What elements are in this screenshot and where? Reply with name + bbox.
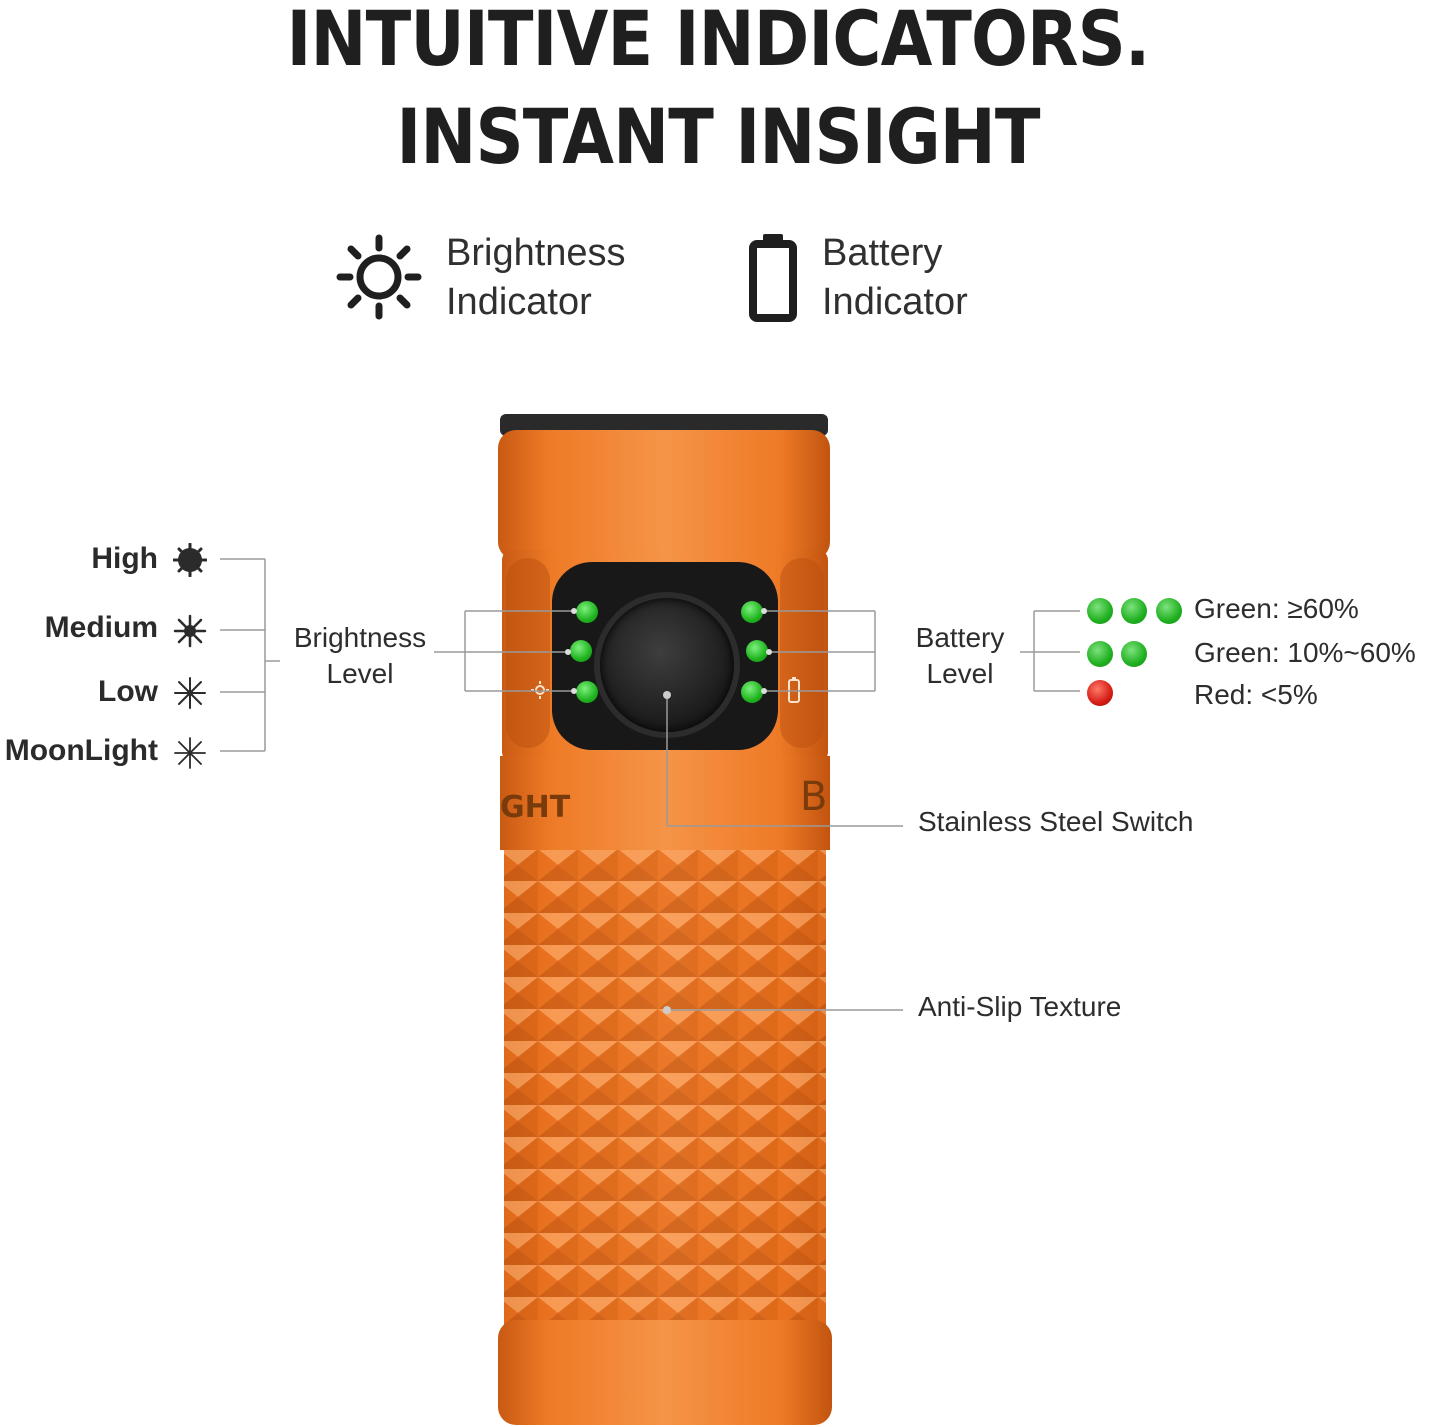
moonlight-mode-icon [174,737,206,769]
legend-high-label: Green: ≥60% [1194,593,1359,624]
legend-mid-dot-1 [1087,641,1113,667]
legend-high-dot-3 [1156,598,1182,624]
legend-high-dot-2 [1121,598,1147,624]
sun-icon [336,234,422,320]
texture-callout-label: Anti-Slip Texture [918,991,1122,1022]
brightness-indicator-line2: Indicator [446,281,592,323]
switch-callout-label: Stainless Steel Switch [918,806,1194,837]
battery-led-2 [746,640,768,662]
battery-level-label: Battery Level [900,620,1020,692]
engraving-model: Ba [800,774,828,820]
battery-indicator-heading: Battery Indicator [822,229,968,327]
title-line-2: INSTANT INSIGHT [396,92,1040,181]
high-mode-icon [173,543,207,577]
legend-mid-label: Green: 10%~60% [1194,637,1416,668]
brightness-led-3 [576,681,598,703]
mode-label-low: Low [98,675,158,708]
mode-label-medium: Medium [44,611,158,644]
medium-mode-icon [173,614,207,648]
mode-label-moonlight: MoonLight [4,734,158,767]
battery-indicator-line1: Battery [822,232,943,274]
battery-level-line2: Level [926,658,994,689]
brightness-led-2 [570,640,592,662]
legend-low-dot [1087,680,1113,706]
low-mode-icon [174,677,206,709]
brightness-led-1 [576,601,598,623]
engraving-brand: GHT [500,790,571,825]
brightness-level-line2: Level [326,658,394,689]
side-sun-icon [531,681,549,699]
battery-level-line1: Battery [915,622,1005,653]
battery-led-3 [741,681,763,703]
brightness-level-label: Brightness Level [280,620,440,692]
title-line-1: INTUITIVE INDICATORS. [286,0,1151,83]
battery-led-1 [741,601,763,623]
legend-mid-dot-2 [1121,641,1147,667]
legend-low-label: Red: <5% [1194,679,1318,710]
brightness-indicator-heading: Brightness Indicator [446,229,626,327]
brightness-indicator-line1: Brightness [446,232,626,274]
brightness-level-line1: Brightness [293,622,427,653]
battery-icon [749,234,797,322]
battery-indicator-line2: Indicator [822,281,968,323]
mode-label-high: High [91,542,158,575]
legend-high-dot-1 [1087,598,1113,624]
